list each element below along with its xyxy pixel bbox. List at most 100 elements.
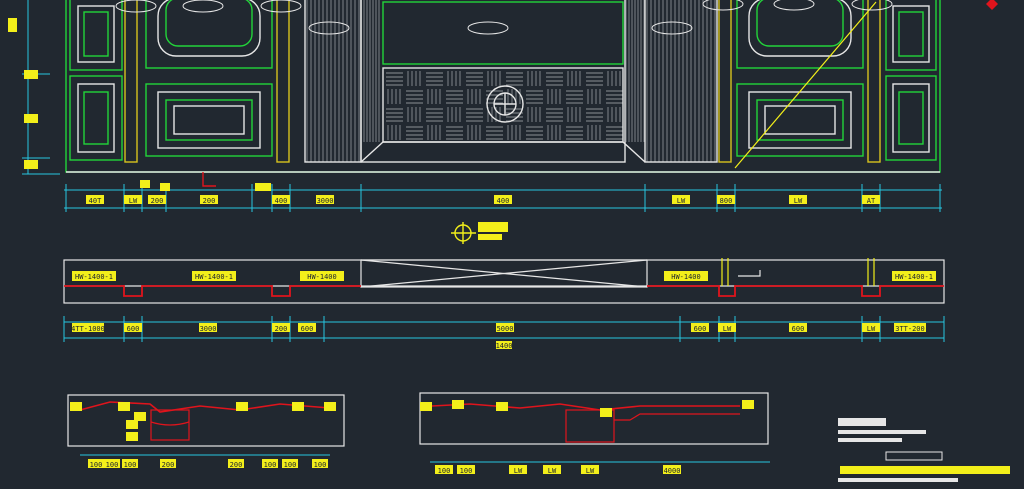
dimension-label-box: [199, 323, 217, 332]
detail-marker: [118, 402, 130, 411]
parquet-panel: [386, 71, 623, 140]
dimension-label-box: [663, 465, 681, 474]
dimension-label-box: [494, 195, 512, 204]
dimension-label: LW: [867, 325, 876, 333]
dimension-label-box: [672, 195, 690, 204]
plan-label: HW-1400-1: [895, 273, 933, 281]
dimension-label-box: [148, 195, 166, 204]
dimension-label-box: [316, 195, 334, 204]
central-tv-zone: [360, 0, 646, 163]
detail-marker: [452, 400, 464, 409]
dimension-label-box: [122, 459, 138, 468]
dimension-label: 4TT-1000: [71, 325, 105, 333]
dimension-label: 200: [151, 197, 164, 205]
dimension-label-box: [496, 323, 514, 332]
left-column: [124, 0, 138, 163]
plan-label: HW-1400-1: [195, 273, 233, 281]
plan-label-box: [300, 271, 344, 281]
dimension-label: 600: [792, 325, 805, 333]
detail-marker: [126, 420, 138, 429]
dimension-label-box: [298, 323, 316, 332]
plan-label-box: [192, 271, 236, 281]
dimension-label: 200: [203, 197, 216, 205]
plan-label-box: [664, 271, 708, 281]
dimension-label: LW: [129, 197, 138, 205]
dimension-label: AT: [867, 197, 876, 205]
dimension-label: LW: [514, 467, 523, 475]
dimension-label-box: [789, 323, 807, 332]
detail-left: [67, 394, 345, 447]
detail-marker: [292, 402, 304, 411]
detail-marker: [70, 402, 82, 411]
detail-left-marks: [70, 402, 336, 441]
circle-crosshair-icon: [451, 222, 508, 244]
dimension-label-box: [894, 323, 926, 332]
dimension-label: 100: [106, 461, 119, 469]
dimension-label: 600: [301, 325, 314, 333]
dimension-label: 800: [720, 197, 733, 205]
dimension-label: 400: [275, 197, 288, 205]
dimension-label-box: [282, 459, 298, 468]
dimension-label-box: [228, 459, 244, 468]
dimension-label-box: [272, 195, 290, 204]
plan-total-label: 1400: [496, 342, 513, 350]
dimension-label: 400: [497, 197, 510, 205]
dimension-label: 100: [284, 461, 297, 469]
dimension-label-box: [581, 465, 599, 474]
medallion-icon: [486, 85, 524, 123]
tv-recess: [382, 1, 624, 65]
dimension-label: 3TT-200: [895, 325, 925, 333]
plan-total-label-box: [496, 341, 512, 349]
detail-marker: [496, 402, 508, 411]
right-column: [718, 0, 732, 163]
detail-right: [419, 392, 769, 445]
dimension-label-box: [200, 195, 218, 204]
dimension-label-box: [88, 459, 104, 468]
dimension-label-box: [509, 465, 527, 474]
plan-label: HW-1400: [671, 273, 701, 281]
plan-label: HW-1400-1: [75, 273, 113, 281]
left-cabinet-zone: [69, 0, 290, 163]
dimension-label: LW: [548, 467, 557, 475]
dimension-label: 3000: [317, 197, 334, 205]
left-fluted-panel: [306, 0, 360, 162]
elevation-dimension-chain: [64, 189, 942, 209]
dimension-label: 5000: [497, 325, 514, 333]
dimension-label-box: [86, 195, 104, 204]
detail-marker: [420, 402, 432, 411]
dimension-label-box: [72, 323, 104, 332]
dimension-label-box: [124, 195, 142, 204]
dimension-label-box: [717, 195, 735, 204]
dimension-label: 600: [694, 325, 707, 333]
dimension-label-box: [862, 195, 880, 204]
dimension-label: 100: [438, 467, 451, 475]
door-swing-line: [734, 1, 877, 169]
dimension-label: 200: [275, 325, 288, 333]
dimension-label-box: [272, 323, 290, 332]
dimension-label-box: [718, 323, 736, 332]
elevation-vertical-dimension: [8, 0, 60, 175]
dimension-label: LW: [723, 325, 732, 333]
dimension-label: 100: [124, 461, 137, 469]
dimension-label-box: [104, 459, 120, 468]
right-fluted-panel: [646, 0, 716, 162]
dimension-label-box: [262, 459, 278, 468]
dimension-label-box: [789, 195, 807, 204]
dimension-label: LW: [677, 197, 686, 205]
plan-dimension-chain: [64, 321, 944, 339]
dimension-label: 100: [314, 461, 327, 469]
right-column-2: [867, 0, 881, 163]
dimension-label: 3000: [200, 325, 217, 333]
dimension-label: 200: [230, 461, 243, 469]
detail-marker: [324, 402, 336, 411]
detail-marker: [742, 400, 754, 409]
tv-surround-stripes: [363, 0, 645, 142]
plan-outline: [63, 259, 945, 304]
elevation-view: [65, 0, 941, 173]
right-cabinet-zone: [718, 0, 937, 163]
dimension-label-box: [691, 323, 709, 332]
